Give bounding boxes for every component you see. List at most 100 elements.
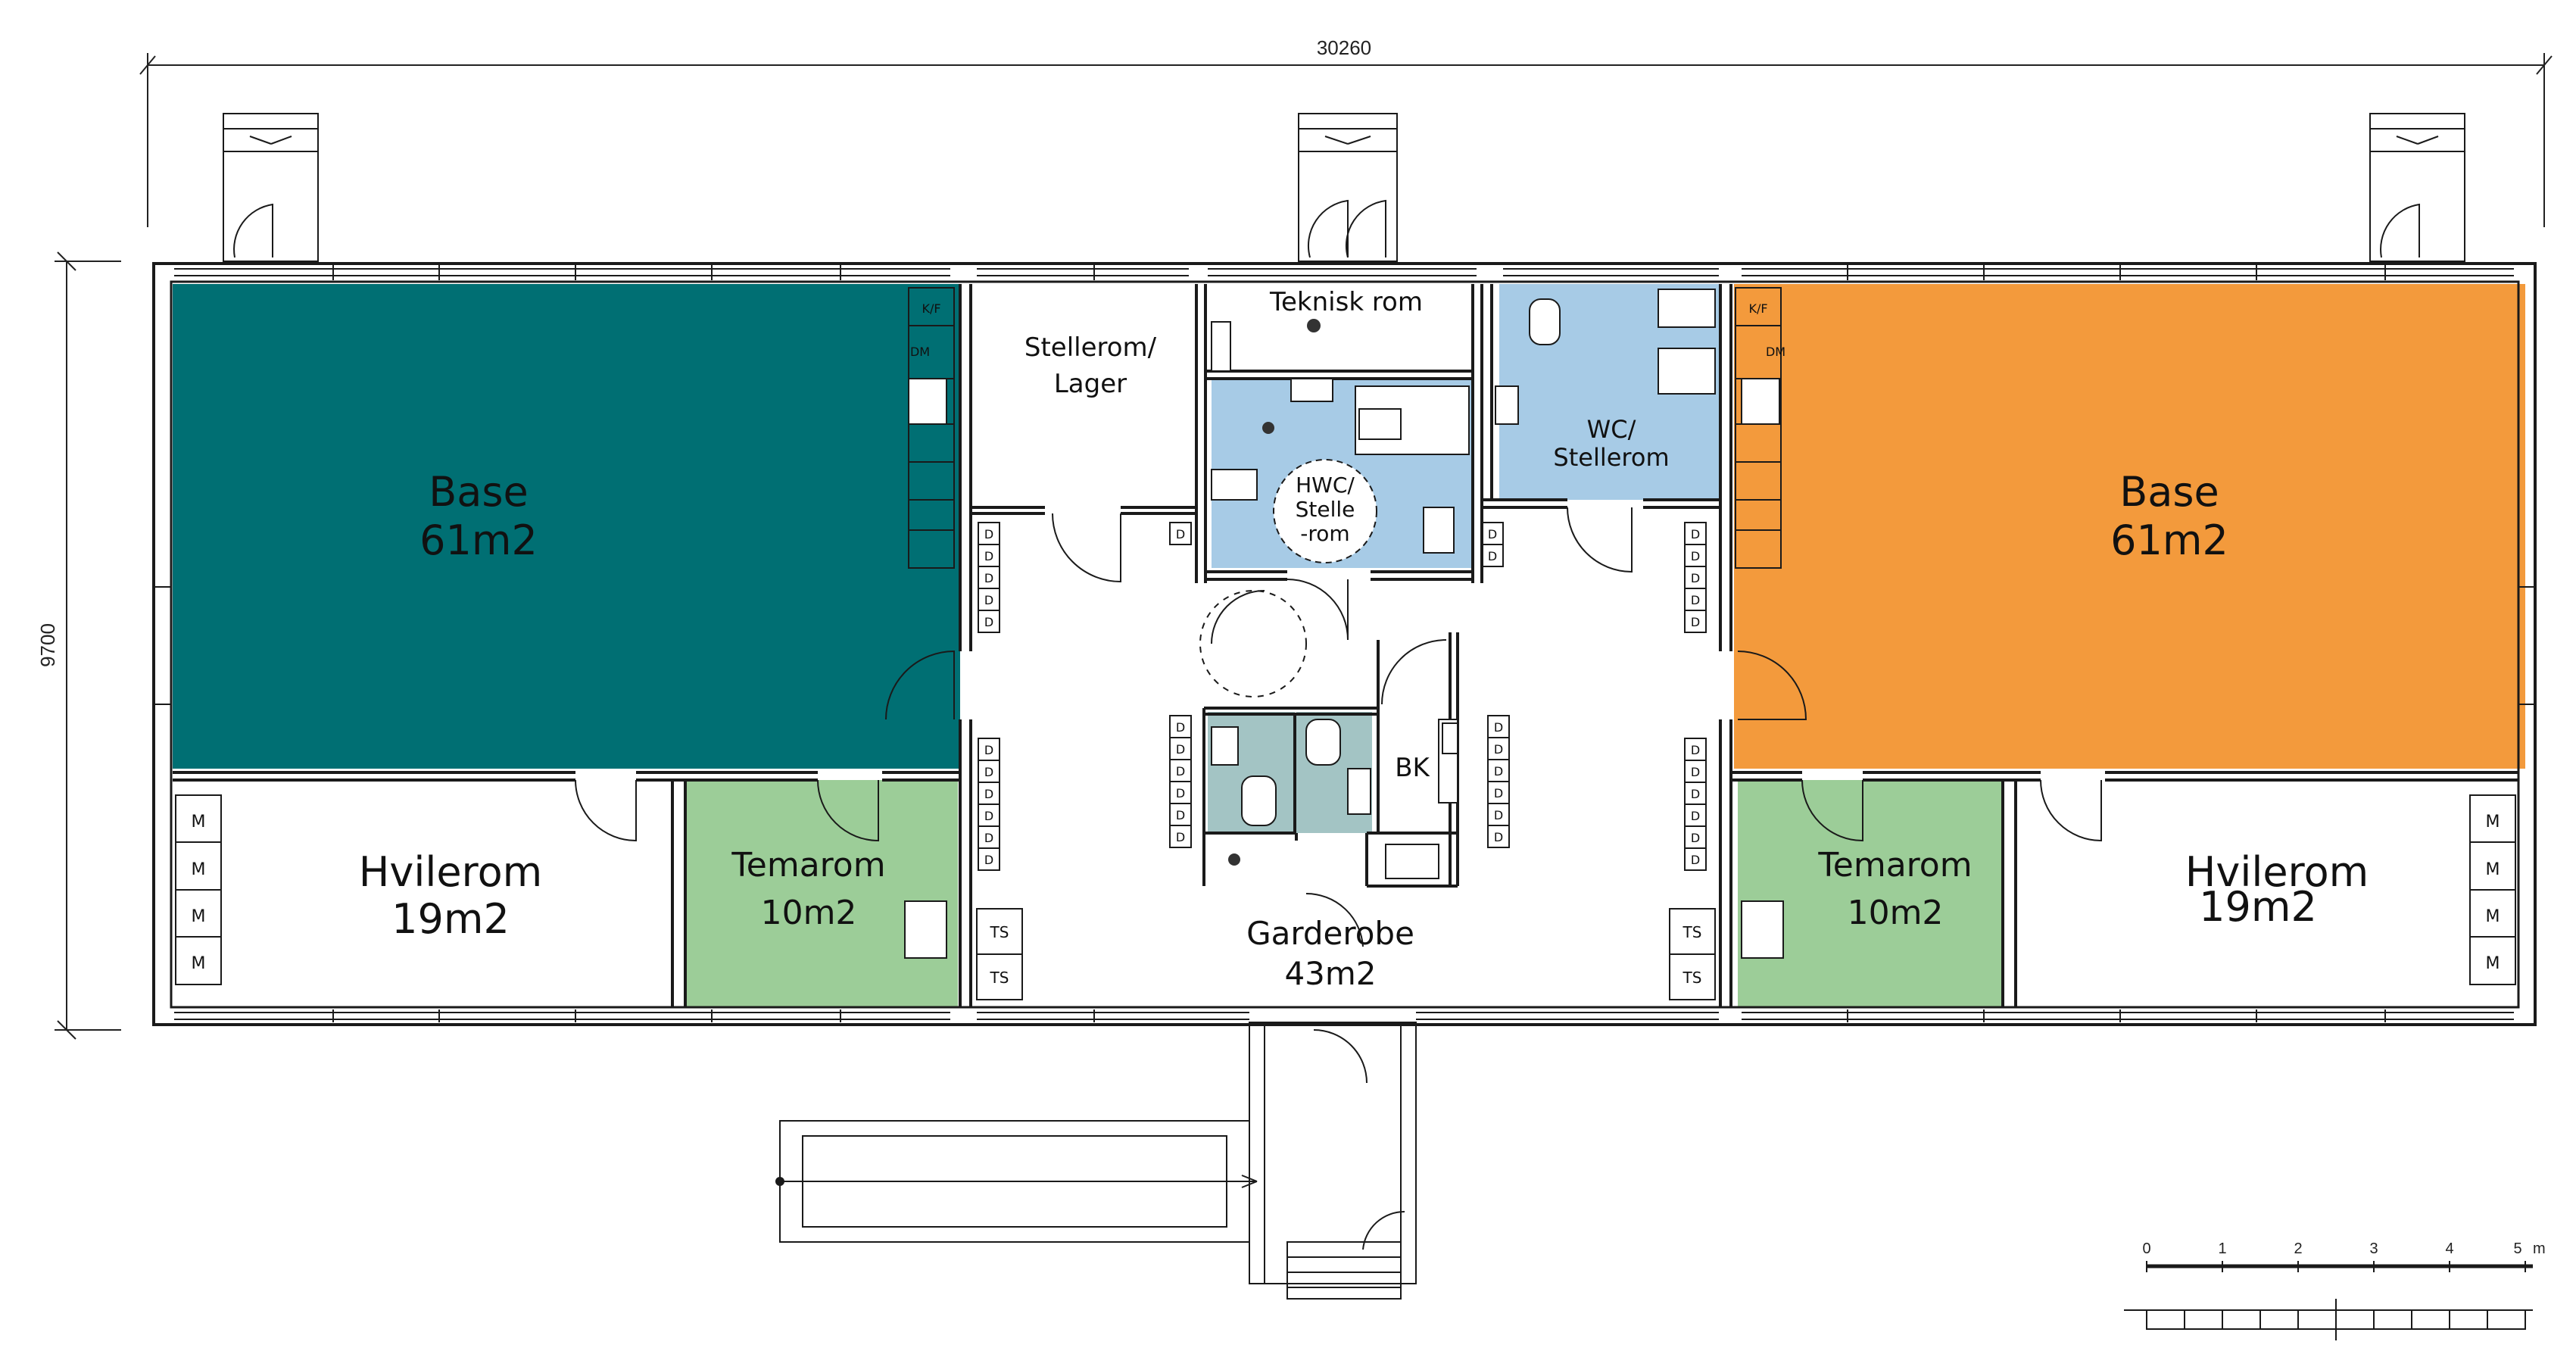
- kf-label-left: K/F: [922, 301, 940, 316]
- d-locker-label: D: [1494, 764, 1503, 779]
- d-locker-label: D: [1691, 853, 1700, 867]
- hvilerom-right-name: Hvilerom: [2185, 848, 2369, 896]
- scale-tick-2: 2: [2294, 1240, 2302, 1257]
- hwc-line1: HWC/: [1296, 473, 1355, 498]
- d-locker-label: D: [1691, 615, 1700, 629]
- base-left-area: 61m2: [419, 516, 538, 564]
- base-right-area: 61m2: [2110, 516, 2228, 564]
- d-locker-box: [1481, 544, 1504, 567]
- garderobe-area: 43m2: [1284, 955, 1376, 992]
- d-locker-label: D: [1494, 786, 1503, 800]
- turning-circle: [1273, 459, 1377, 563]
- d-locker-label: D: [1488, 527, 1497, 541]
- ts-label-left-1: TS: [990, 923, 1009, 941]
- d-locker-label: D: [1176, 830, 1185, 844]
- d-locker-label: D: [984, 853, 993, 867]
- outer-walls: [152, 262, 2537, 1026]
- d-locker-box: [978, 610, 1000, 633]
- width-dimension-label: 30260: [1317, 36, 1371, 59]
- d-locker-label: D: [984, 571, 993, 585]
- window-mullions: [332, 265, 2386, 1022]
- m-label-left-3: M: [192, 907, 206, 926]
- d-locker-label: D: [1494, 720, 1503, 735]
- entrance-canopy-middle: [1298, 113, 1398, 262]
- ts-label-right-2: TS: [1683, 969, 1702, 987]
- ts-benches-left: [976, 908, 1023, 1000]
- d-locker-label: D: [984, 527, 993, 541]
- m-lockers-right: [2469, 794, 2516, 985]
- garderobe-name: Garderobe: [1246, 915, 1414, 952]
- d-locker-label: D: [984, 615, 993, 629]
- base-left-name: Base: [429, 468, 529, 516]
- d-locker-label: D: [984, 787, 993, 801]
- entrance-canopy-left: [223, 113, 319, 262]
- d-locker-label: D: [1691, 809, 1700, 823]
- d-locker-label: D: [1176, 527, 1185, 541]
- bottom-entrance: [1249, 1022, 1417, 1300]
- scale-unit: m: [2533, 1240, 2546, 1257]
- hvilerom-right-area: 19m2: [2199, 883, 2317, 931]
- dm-label-right: DM: [1766, 345, 1785, 359]
- ts-label-left-2: TS: [990, 969, 1009, 987]
- scale-tick-4: 4: [2445, 1240, 2453, 1257]
- scale-tick-5: 5: [2513, 1240, 2521, 1257]
- dm-label-left: DM: [910, 345, 930, 359]
- ts-benches-right: [1669, 908, 1716, 1000]
- m-label-left-4: M: [192, 954, 206, 973]
- hwc-line2: Stelle: [1296, 497, 1355, 522]
- d-locker-box: [1169, 825, 1192, 848]
- d-locker-label: D: [1691, 593, 1700, 607]
- d-locker-label: D: [1691, 743, 1700, 757]
- ramp: [775, 1120, 1258, 1243]
- d-locker-label: D: [1691, 549, 1700, 563]
- d-locker-label: D: [1176, 764, 1185, 779]
- base-right-fill: [1734, 284, 2525, 769]
- storage-column-left: [908, 287, 955, 569]
- m-lockers-left: [175, 794, 222, 985]
- d-locker-label: D: [1691, 571, 1700, 585]
- d-locker-label: D: [1691, 787, 1700, 801]
- wc-stellerom-line1: WC/: [1587, 415, 1636, 444]
- stellerom-lager-line1: Stellerom/: [1024, 332, 1157, 363]
- d-locker-box: [1487, 825, 1510, 848]
- interior-walls: [173, 284, 2518, 1007]
- d-locker-label: D: [1494, 830, 1503, 844]
- d-locker-label: D: [984, 549, 993, 563]
- d-locker-label: D: [1691, 527, 1700, 541]
- d-locker-label: D: [1176, 786, 1185, 800]
- temarom-left-fill: [685, 780, 958, 1007]
- d-locker-label: D: [1494, 808, 1503, 822]
- d-locker-label: D: [1691, 831, 1700, 845]
- scale-tick-3: 3: [2369, 1240, 2378, 1257]
- d-locker-label: D: [984, 743, 993, 757]
- scale-bar: [2124, 1261, 2533, 1340]
- fixtures-sanitary: [904, 289, 1784, 959]
- base-right-name: Base: [2119, 468, 2219, 516]
- hvilerom-left-area: 19m2: [391, 895, 510, 943]
- d-locker-box: [1169, 522, 1192, 545]
- d-locker-box: [1684, 847, 1707, 871]
- temarom-right-area: 10m2: [1848, 894, 1944, 932]
- m-label-left-2: M: [192, 860, 206, 879]
- wc-stellerom-line2: Stellerom: [1553, 443, 1669, 472]
- base-left-fill: [173, 284, 960, 769]
- d-locker-label: D: [1176, 742, 1185, 757]
- bk-label: BK: [1395, 753, 1430, 783]
- d-locker-label: D: [984, 765, 993, 779]
- windows-bottom: [174, 1012, 2514, 1020]
- temarom-left-name: Temarom: [731, 846, 885, 885]
- side-wall-ticks: [154, 586, 2535, 705]
- d-locker-label: D: [1176, 720, 1185, 735]
- scale-tick-1: 1: [2218, 1240, 2226, 1257]
- doors: [575, 507, 2102, 947]
- d-locker-label: D: [1176, 808, 1185, 822]
- d-locker-label: D: [984, 809, 993, 823]
- temarom-left-area: 10m2: [761, 894, 857, 932]
- stellerom-lager-line2: Lager: [1054, 369, 1127, 399]
- storage-column-right: [1735, 287, 1782, 569]
- d-locker-label: D: [984, 593, 993, 607]
- d-locker-label: D: [1494, 742, 1503, 757]
